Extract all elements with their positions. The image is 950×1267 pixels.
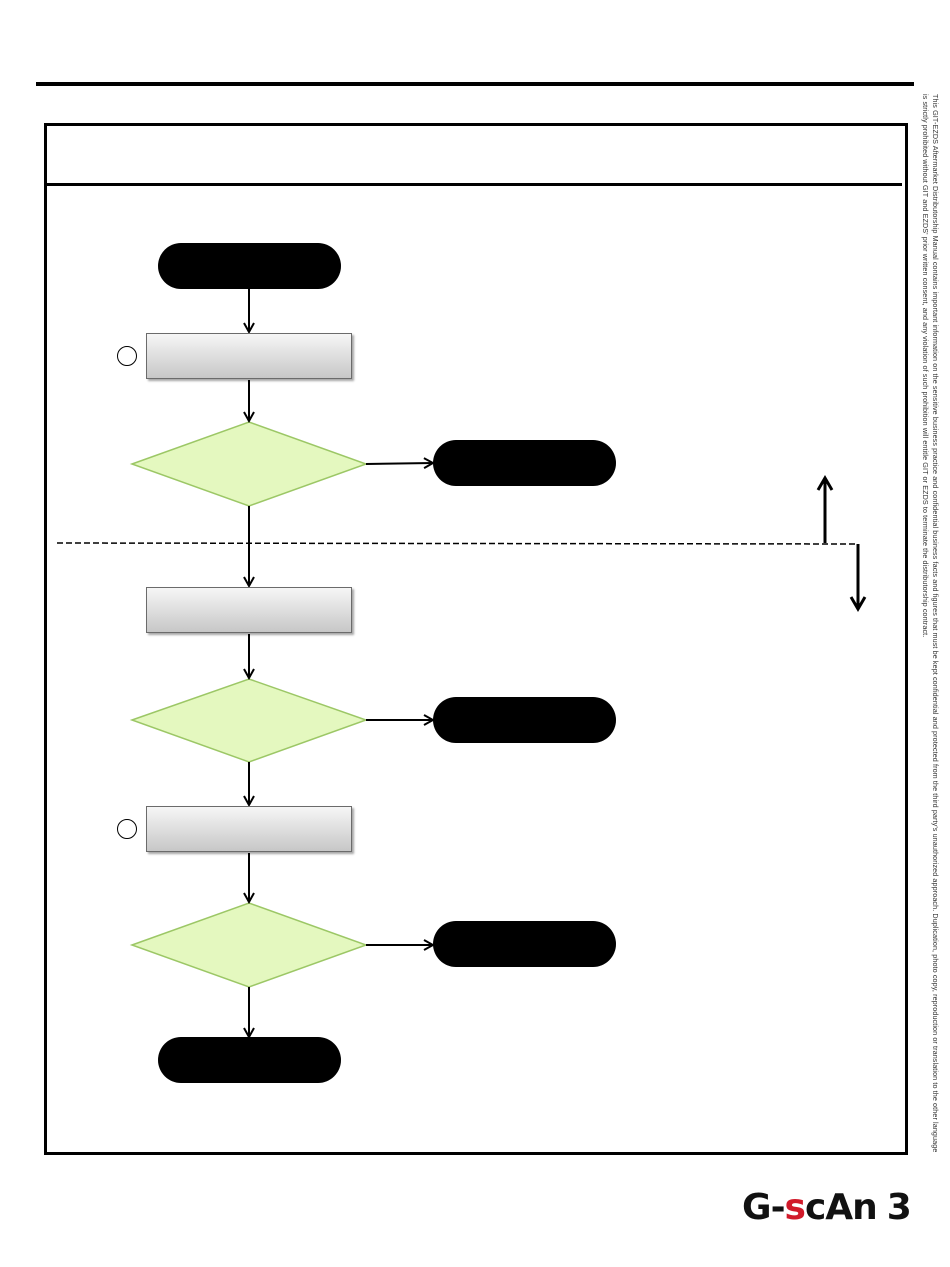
process-step-3 (146, 806, 352, 852)
gscan3-logo: G - s cAn 3 (742, 1184, 912, 1230)
decision-1-label (132, 422, 366, 506)
step-marker-circle-2 (117, 819, 137, 839)
process-step-1 (146, 333, 352, 379)
logo-can: cAn (804, 1186, 878, 1228)
terminal-1 (433, 440, 616, 486)
logo-s: s (784, 1186, 806, 1228)
flow-end (158, 1037, 341, 1083)
diagram-title-bar (44, 123, 902, 186)
diagram-frame (44, 123, 908, 1155)
logo-dash: - (770, 1186, 786, 1228)
header-rule (36, 82, 914, 86)
logo-3: 3 (886, 1186, 912, 1228)
logo-g: G (742, 1186, 772, 1228)
process-step-2 (146, 587, 352, 633)
step-marker-circle-1 (117, 346, 137, 366)
section-divider-dashed (56, 542, 859, 545)
connector-decision1-terminal1 (365, 463, 433, 464)
terminal-2 (433, 697, 616, 743)
confidentiality-disclaimer: This GIT-EZDS Aftermarket Distributorshi… (921, 94, 940, 1153)
decision-2-label (132, 679, 366, 763)
decision-3-label (132, 903, 366, 987)
terminal-3 (433, 921, 616, 967)
flow-start (158, 243, 341, 289)
